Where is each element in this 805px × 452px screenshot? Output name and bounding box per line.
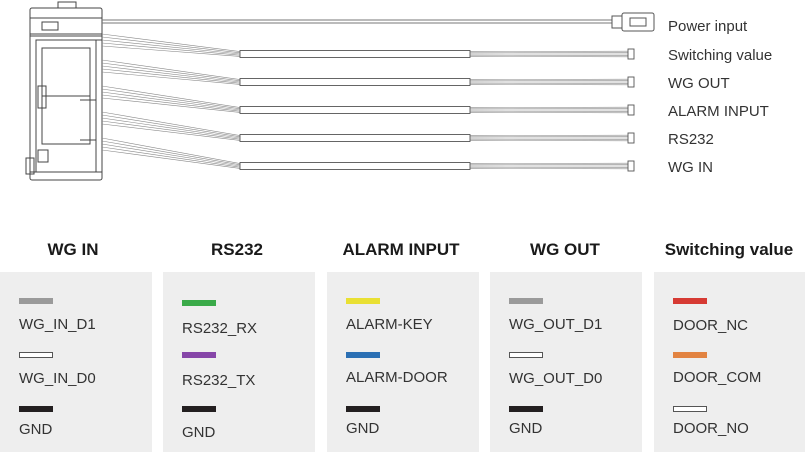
panel-wg-out: WG_OUT_D1 WG_OUT_D0 GND [490,272,642,452]
wire-label: WG_OUT_D0 [509,370,603,387]
wire-swatch [182,352,216,358]
panel-rs232: RS232_RX RS232_TX GND [163,272,315,452]
wire-swatch [346,298,380,304]
panel-alarm-input: ALARM-KEY ALARM-DOOR GND [327,272,479,452]
wire-swatch [19,352,53,358]
wire-label: GND [509,420,543,437]
wire-label: GND [182,424,216,441]
wire-label: GND [346,420,380,437]
panel-title-wg-out: WG OUT [530,240,600,259]
power-plug [621,12,655,32]
panel-title-alarm-input: ALARM INPUT [342,240,460,259]
connector-label: RS232 [668,131,714,148]
power-plug-pin [629,17,647,27]
wire-swatch [673,406,707,412]
wire-swatch [19,406,53,412]
connector-label: WG IN [668,159,713,176]
wire-swatch [19,298,53,304]
cable-sheath [239,78,471,86]
wire-label: RS232_TX [182,372,256,389]
wire-label: DOOR_NC [673,317,749,334]
wire-label: ALARM-KEY [346,316,433,333]
wire-label: WG_OUT_D1 [509,316,603,333]
connector-label: WG OUT [668,75,730,92]
cable-strand [101,59,629,80]
panel-switching-value: DOOR_NC DOOR_COM DOOR_NO [654,272,805,452]
connector-label: ALARM INPUT [668,103,769,120]
panel-title-wg-in: WG IN [47,240,99,259]
cable-sheath [239,106,471,114]
cable-strand [101,88,629,110]
cable-strand [101,111,629,136]
wire-label: WG_IN_D1 [19,316,96,333]
wire-swatch [182,406,216,412]
connector-housing [25,1,103,181]
cable-sheath [239,134,471,142]
wire-ferrules [627,76,635,88]
cable-strand [101,33,629,52]
power-plug-collar [611,15,623,29]
wire-swatch [509,406,543,412]
panel-title-rs232: RS232 [211,240,263,259]
wire-swatch [346,352,380,358]
wire-ferrules [627,104,635,116]
wire-swatch [673,352,707,358]
wire-label: DOOR_COM [673,369,762,386]
wire-swatch [509,298,543,304]
cable-sheath [239,162,471,170]
wire-ferrules [627,48,635,60]
wire-label: RS232_RX [182,320,258,337]
wire-swatch [346,406,380,412]
wire-ferrules [627,132,635,144]
wire-layer [101,12,655,172]
wire-ferrules [627,160,635,172]
wire-label: WG_IN_D0 [19,370,96,387]
wire-label: GND [19,421,53,438]
cable-sheath [239,50,471,58]
panel-wg-in: WG_IN_D1 WG_IN_D0 GND [0,272,152,452]
connector-label: Power input [668,18,748,35]
wire-swatch [509,352,543,358]
connector-label: Switching value [668,47,772,64]
panel-title-switching-value: Switching value [664,240,794,259]
wire-swatch [182,300,216,306]
wire-label: ALARM-DOOR [346,369,448,386]
wire-swatch [673,298,707,304]
wire-label: DOOR_NO [673,420,749,437]
